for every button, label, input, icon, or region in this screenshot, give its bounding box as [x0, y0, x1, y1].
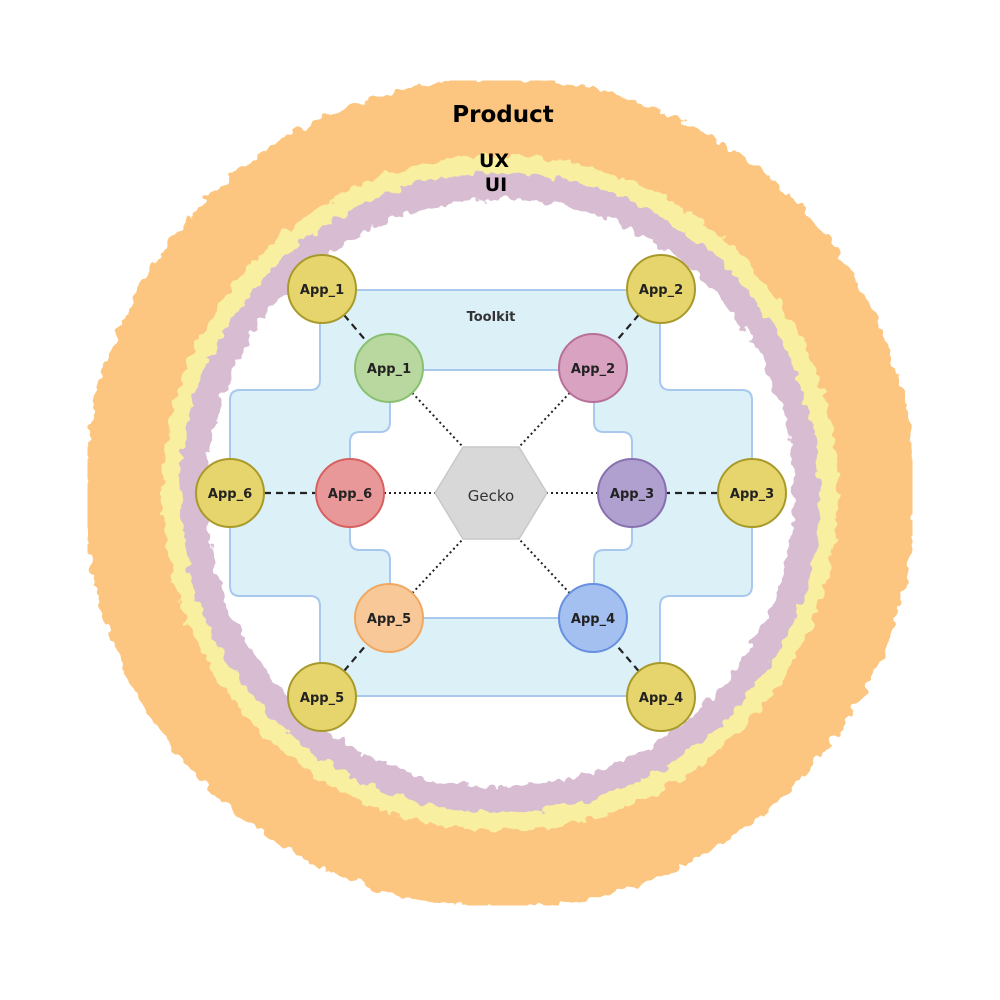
inner-app-5-label: App_5 [367, 612, 411, 627]
ux-app-3-label: App_3 [730, 487, 774, 502]
ux-app-5: App_5 [287, 662, 357, 732]
connectors [264, 314, 718, 672]
gecko-core-hexagon [434, 446, 548, 540]
ux-app-1: App_1 [287, 254, 357, 324]
ux-app-2-label: App_2 [639, 283, 683, 298]
ux-app-3-circle [717, 458, 787, 528]
gecko-link-2 [518, 392, 571, 448]
inner-app-6-label: App_6 [328, 487, 372, 502]
inner-app-2: App_2 [558, 333, 628, 403]
ux-app-6-circle [195, 458, 265, 528]
ux-app-5-circle [287, 662, 357, 732]
inner-app-1-label: App_1 [367, 362, 411, 377]
inner-app-3: App_3 [597, 458, 667, 528]
ux-link-4 [614, 643, 640, 672]
ux-app-3: App_3 [717, 458, 787, 528]
ux-app-6: App_6 [195, 458, 265, 528]
ui-ring [180, 173, 820, 813]
gecko-link-5 [411, 538, 464, 594]
ux-ring-label: UX [479, 150, 509, 172]
inner-app-6: App_6 [315, 458, 385, 528]
ux-app-1-circle [287, 254, 357, 324]
product-ring [85, 78, 915, 908]
toolkit-label: Toolkit [467, 310, 516, 325]
ux-app-4-circle [626, 662, 696, 732]
ux-app-4-label: App_4 [639, 691, 683, 706]
ux-app-4: App_4 [626, 662, 696, 732]
gecko-label: Gecko [468, 487, 514, 505]
ux-app-6-label: App_6 [208, 487, 252, 502]
inner-app-5: App_5 [354, 583, 424, 653]
inner-app-2-circle [558, 333, 628, 403]
inner-app-5-circle [354, 583, 424, 653]
inner-app-1: App_1 [354, 333, 424, 403]
ux-link-5 [343, 643, 368, 672]
ux-link-1 [343, 314, 368, 343]
ux-app-1-label: App_1 [300, 283, 344, 298]
inner-app-6-circle [315, 458, 385, 528]
inner-app-3-label: App_3 [610, 487, 654, 502]
product-ring-label: Product [452, 102, 553, 128]
inner-app-4-label: App_4 [571, 612, 615, 627]
ux-app-2-circle [626, 254, 696, 324]
inner-app-4: App_4 [558, 583, 628, 653]
ux-app-2: App_2 [626, 254, 696, 324]
ux-link-2 [614, 314, 640, 343]
inner-app-2-label: App_2 [571, 362, 615, 377]
inner-app-4-circle [558, 583, 628, 653]
ux-ring [162, 155, 838, 831]
ux-app-5-label: App_5 [300, 691, 344, 706]
gecko-link-4 [518, 538, 571, 594]
ui-ring-label: UI [485, 174, 508, 196]
inner-app-3-circle [597, 458, 667, 528]
gecko-link-1 [411, 392, 464, 448]
inner-app-1-circle [354, 333, 424, 403]
